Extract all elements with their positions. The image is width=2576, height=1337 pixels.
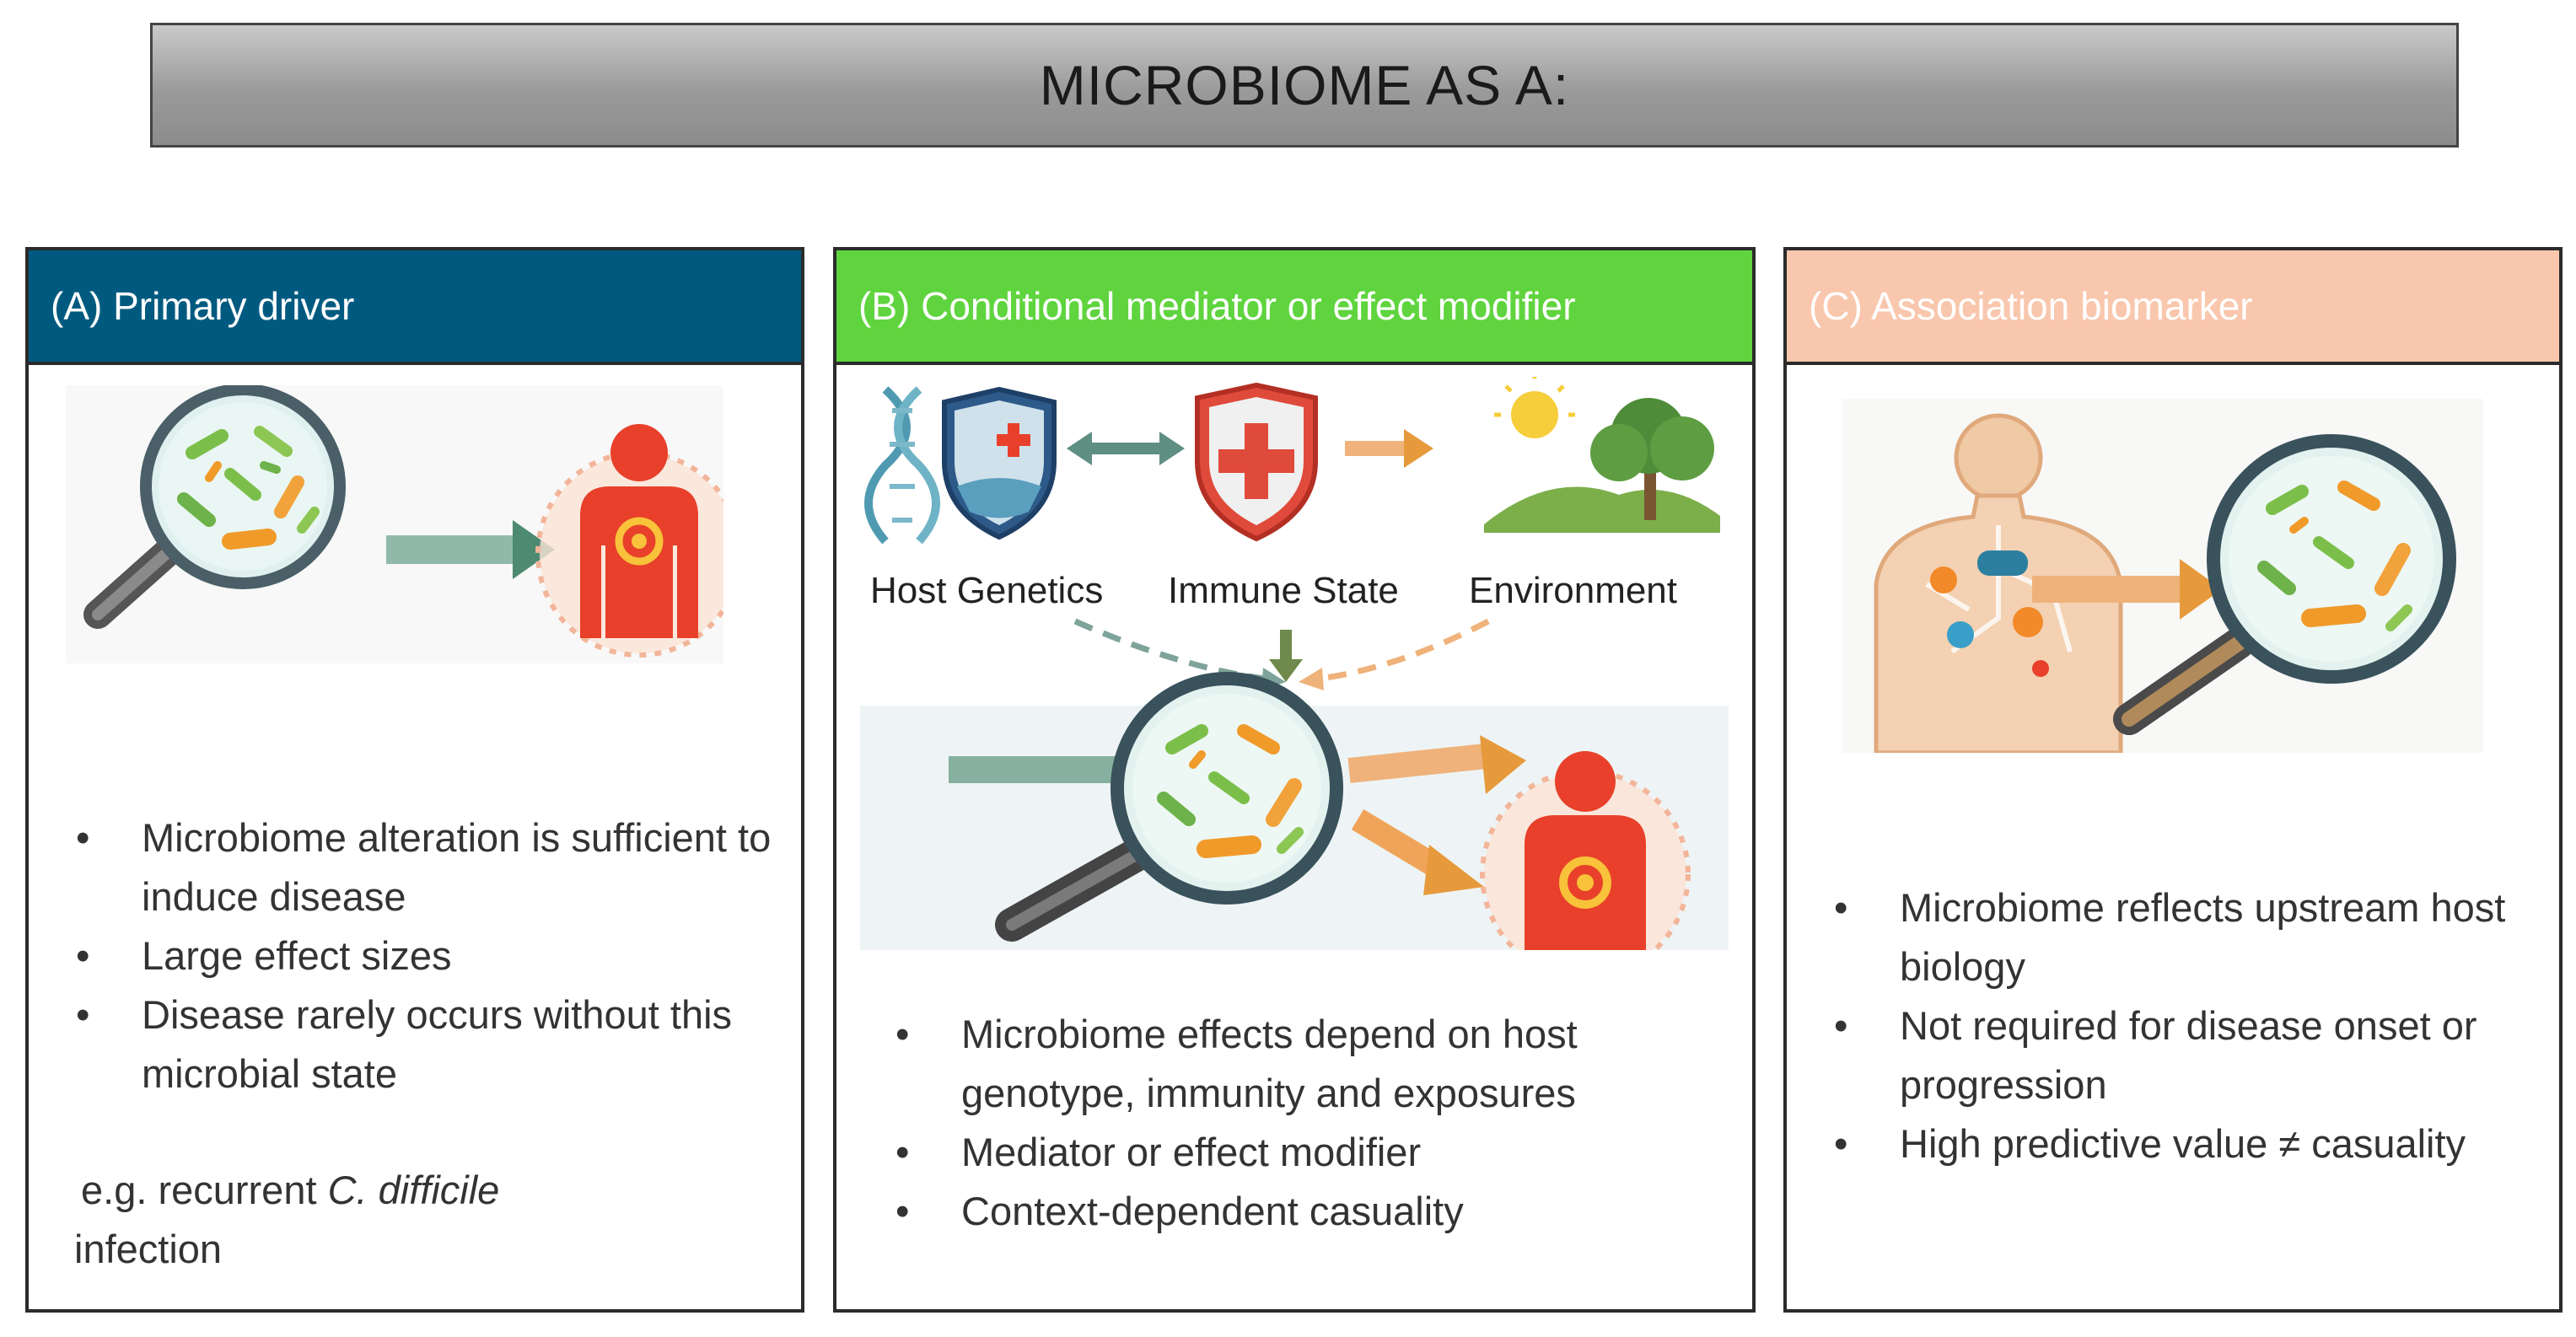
panel-header-label: (B) Conditional mediator or effect modif…: [858, 284, 1576, 328]
person-disease-icon: [535, 424, 723, 658]
bullet-item: High predictive value ≠ casuality: [1834, 1114, 2559, 1173]
panel-header: (C) Association biomarker: [1787, 250, 2559, 365]
example-prefix: e.g. recurrent: [81, 1168, 328, 1212]
factor-label-host-genetics: Host Genetics: [870, 570, 1103, 611]
bullet-item: Context-dependent casuality: [895, 1182, 1730, 1241]
bullet-item: Microbiome reflects upstream host biolog…: [1834, 878, 2559, 996]
page-title: MICROBIOME AS A:: [1039, 54, 1570, 116]
primary-driver-bullet-list: Microbiome alteration is sufficient to i…: [76, 808, 776, 1103]
arrow-down-right-icon: [1351, 808, 1484, 895]
conditional-mediator-bullet-list: Microbiome effects depend on host genoty…: [895, 1005, 1730, 1241]
association-biomarker-bullet-list: Microbiome reflects upstream host biolog…: [1834, 878, 2559, 1173]
shield-immune-icon: [1195, 382, 1318, 542]
panel-primary-driver: (A) Primary driver: [25, 247, 804, 1313]
example-note: e.g. recurrent C. difficile infection: [74, 1161, 756, 1279]
magnifier-icon: [83, 385, 346, 629]
bullet-item: Microbiome effects depend on host genoty…: [895, 1005, 1730, 1123]
magnifier-icon: [2113, 434, 2456, 735]
panel-header-label: (A) Primary driver: [51, 284, 355, 328]
bullet-item: Disease rarely occurs without this micro…: [76, 985, 776, 1103]
panel-header-label: (C) Association biomarker: [1809, 284, 2253, 328]
bullet-item: Mediator or effect modifier: [895, 1123, 1730, 1182]
factor-label-environment: Environment: [1469, 570, 1677, 611]
panel-association-biomarker: (C) Association biomarker: [1783, 247, 2563, 1313]
environment-tree-icon: [1484, 377, 1720, 533]
converging-arrows-icon: [1073, 618, 1490, 690]
bullet-item: Not required for disease onset or progre…: [1834, 996, 2559, 1114]
primary-driver-illustration: [66, 385, 723, 663]
panel-header: (A) Primary driver: [29, 250, 801, 365]
magnifier-icon: [995, 672, 1343, 942]
factor-label-immune-state: Immune State: [1168, 570, 1399, 611]
human-body-icon: [1874, 413, 2123, 753]
panel-conditional-mediator: (B) Conditional mediator or effect modif…: [833, 247, 1756, 1313]
arrow-right-icon: [386, 520, 555, 579]
arrow-right-icon: [1345, 429, 1433, 468]
person-disease-icon: [1480, 751, 1691, 950]
example-species: C. difficile: [327, 1168, 500, 1212]
shield-genetics-icon: [942, 386, 1057, 540]
bullet-item: Large effect sizes: [76, 926, 776, 985]
arrow-right-icon: [2032, 559, 2222, 620]
title-banner: MICROBIOME AS A:: [150, 23, 2459, 148]
association-biomarker-illustration: [1842, 399, 2483, 753]
panel-header: (B) Conditional mediator or effect modif…: [836, 250, 1752, 365]
arrow-up-right-icon: [1347, 735, 1526, 794]
example-suffix: infection: [74, 1227, 223, 1271]
bullet-item: Microbiome alteration is sufficient to i…: [76, 808, 776, 926]
dna-icon: [864, 386, 940, 545]
conditional-mediator-illustration: Host Genetics Immune State Environment: [860, 377, 1729, 950]
double-arrow-icon: [1067, 432, 1185, 465]
